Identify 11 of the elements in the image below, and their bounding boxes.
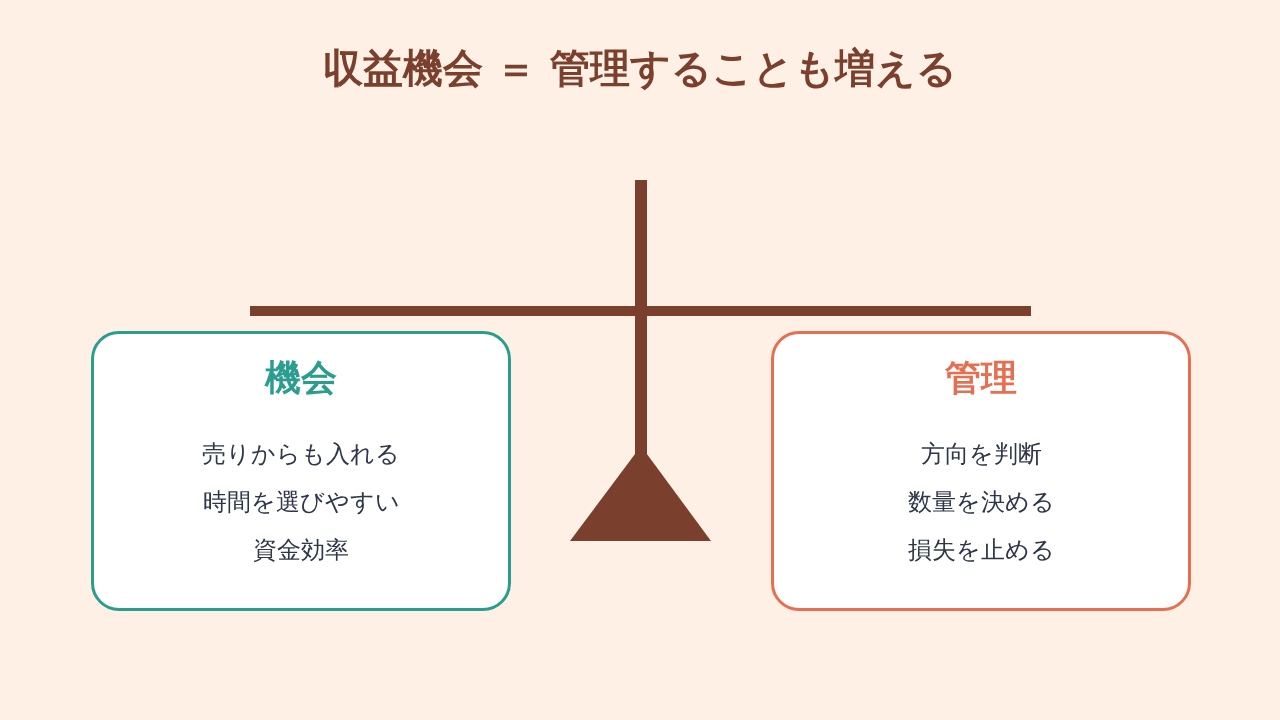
card-item-text: 売りからも入れる	[202, 439, 400, 470]
info-card	[771, 331, 1191, 611]
card-heading: 管理	[945, 356, 1017, 400]
diagram-title: 収益機会 ＝ 管理することも増える	[322, 44, 958, 93]
card-item-text: 方向を判断	[920, 439, 1042, 470]
card-item-text: 時間を選びやすい	[202, 487, 400, 518]
card-item-text: 損失を止める	[907, 535, 1055, 566]
info-card	[91, 331, 511, 611]
card-item-text: 数量を決める	[907, 487, 1055, 518]
card-heading: 機会	[265, 356, 337, 400]
card-item-text: 資金効率	[253, 535, 349, 566]
